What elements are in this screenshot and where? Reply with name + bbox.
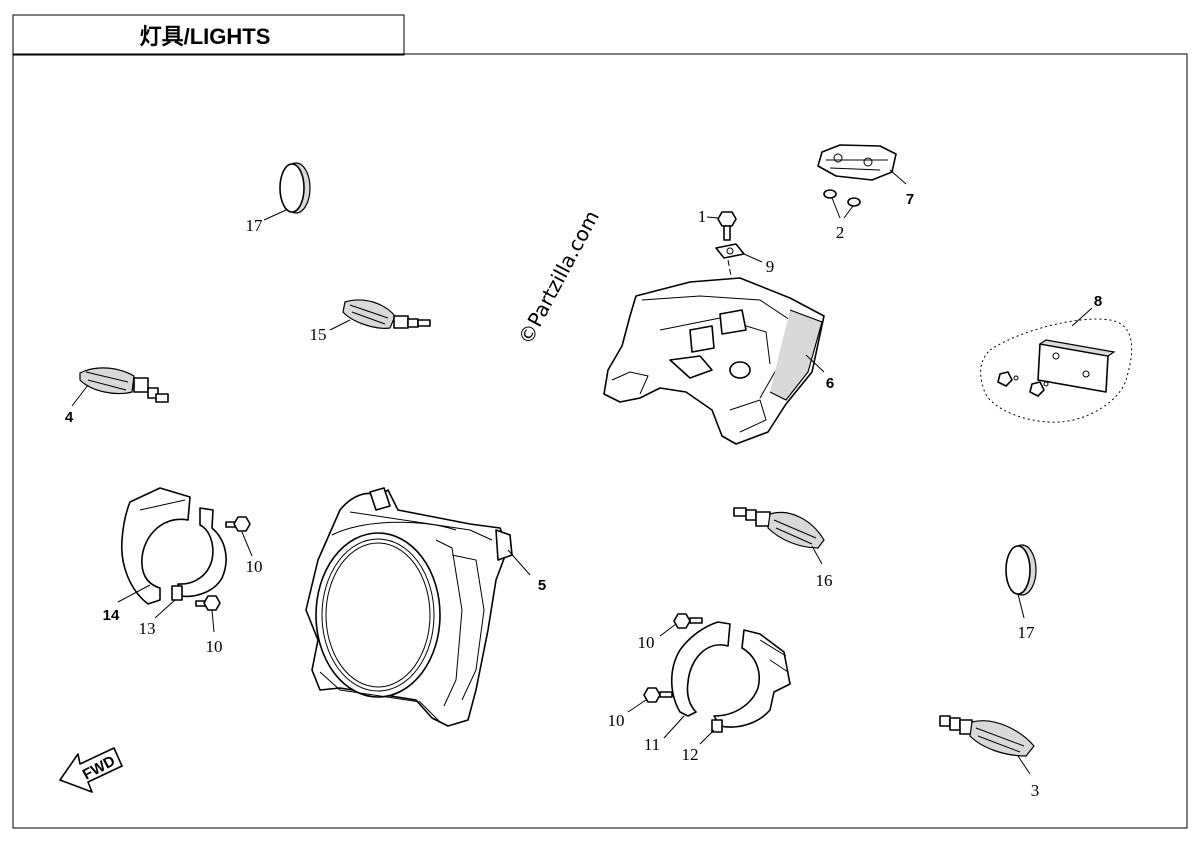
clip-nut-9[interactable] [715, 243, 745, 259]
title-box [12, 14, 405, 56]
callout-7: 7 [906, 191, 914, 208]
turn-signal-4[interactable] [79, 367, 169, 403]
bolt-10-d[interactable] [643, 687, 673, 703]
turn-signal-3[interactable] [939, 715, 1035, 757]
callout-16: 16 [816, 571, 833, 590]
callout-15: 15 [310, 325, 327, 344]
callout-9: 9 [766, 257, 775, 276]
leader-9 [743, 253, 763, 263]
callout-10-b: 10 [206, 637, 223, 656]
tail-light-assembly[interactable] [603, 277, 825, 445]
callout-13: 13 [139, 619, 156, 638]
leader-4 [71, 384, 89, 407]
leader-7 [889, 169, 907, 185]
round-reflector-right[interactable] [1005, 544, 1037, 596]
callout-12: 12 [682, 745, 699, 764]
leader-11 [663, 715, 685, 739]
bolt-10-c[interactable] [673, 613, 703, 629]
callout-8: 8 [1094, 293, 1102, 310]
leader-10-b [211, 609, 215, 633]
callout-1: 1 [698, 207, 707, 226]
leader-16 [811, 545, 823, 565]
callout-11: 11 [644, 735, 660, 754]
leader-1 [706, 216, 719, 219]
leader-10-d [627, 699, 647, 713]
callout-10-a: 10 [246, 557, 263, 576]
callout-2: 2 [836, 223, 845, 242]
leader-14 [117, 584, 151, 603]
callout-10-c: 10 [638, 633, 655, 652]
license-light-7[interactable] [817, 144, 897, 181]
bolt-10-a[interactable] [225, 516, 251, 532]
callout-5: 5 [538, 577, 546, 594]
callout-4: 4 [65, 409, 74, 426]
leader-8 [1071, 307, 1093, 327]
bracket-12[interactable] [711, 629, 791, 733]
leader-2-b [843, 205, 854, 219]
callout-17-top: 17 [246, 216, 264, 235]
round-reflector-top[interactable] [279, 162, 311, 214]
callout-10-d: 10 [608, 711, 625, 730]
leader-3 [1017, 755, 1031, 775]
leader-2-a [831, 197, 841, 219]
callout-17-right: 17 [1018, 623, 1036, 642]
turn-signal-15[interactable] [342, 299, 431, 329]
callout-14: 14 [103, 607, 120, 624]
leader-10-c [659, 623, 677, 637]
leader-13 [154, 599, 176, 619]
bolt-10-b[interactable] [195, 595, 221, 611]
leader-17-right [1017, 593, 1025, 619]
diagram-frame [12, 53, 1188, 829]
bracket-14[interactable] [120, 487, 191, 605]
diagram-title: 灯具/LIGHTS [140, 24, 271, 49]
reflector-group-outline [980, 318, 1133, 423]
reflector-plate-8[interactable] [997, 339, 1116, 397]
leader-10-a [241, 531, 253, 557]
fwd-arrow: FWD [59, 747, 123, 793]
leader-6 [805, 354, 825, 373]
leader-12 [699, 729, 715, 745]
leader-15 [329, 319, 351, 331]
bolt-1[interactable] [717, 211, 737, 241]
nuts-2[interactable] [823, 189, 861, 207]
leader-17-top [263, 209, 287, 221]
leader-5 [507, 549, 531, 576]
turn-signal-16[interactable] [733, 507, 825, 549]
callout-3: 3 [1031, 781, 1040, 800]
bracket-13[interactable] [171, 507, 227, 601]
bracket-11[interactable] [670, 621, 731, 717]
watermark-text: ©Partzilla.com [513, 206, 604, 348]
callout-6: 6 [826, 375, 834, 392]
headlight-assembly[interactable] [305, 487, 513, 727]
